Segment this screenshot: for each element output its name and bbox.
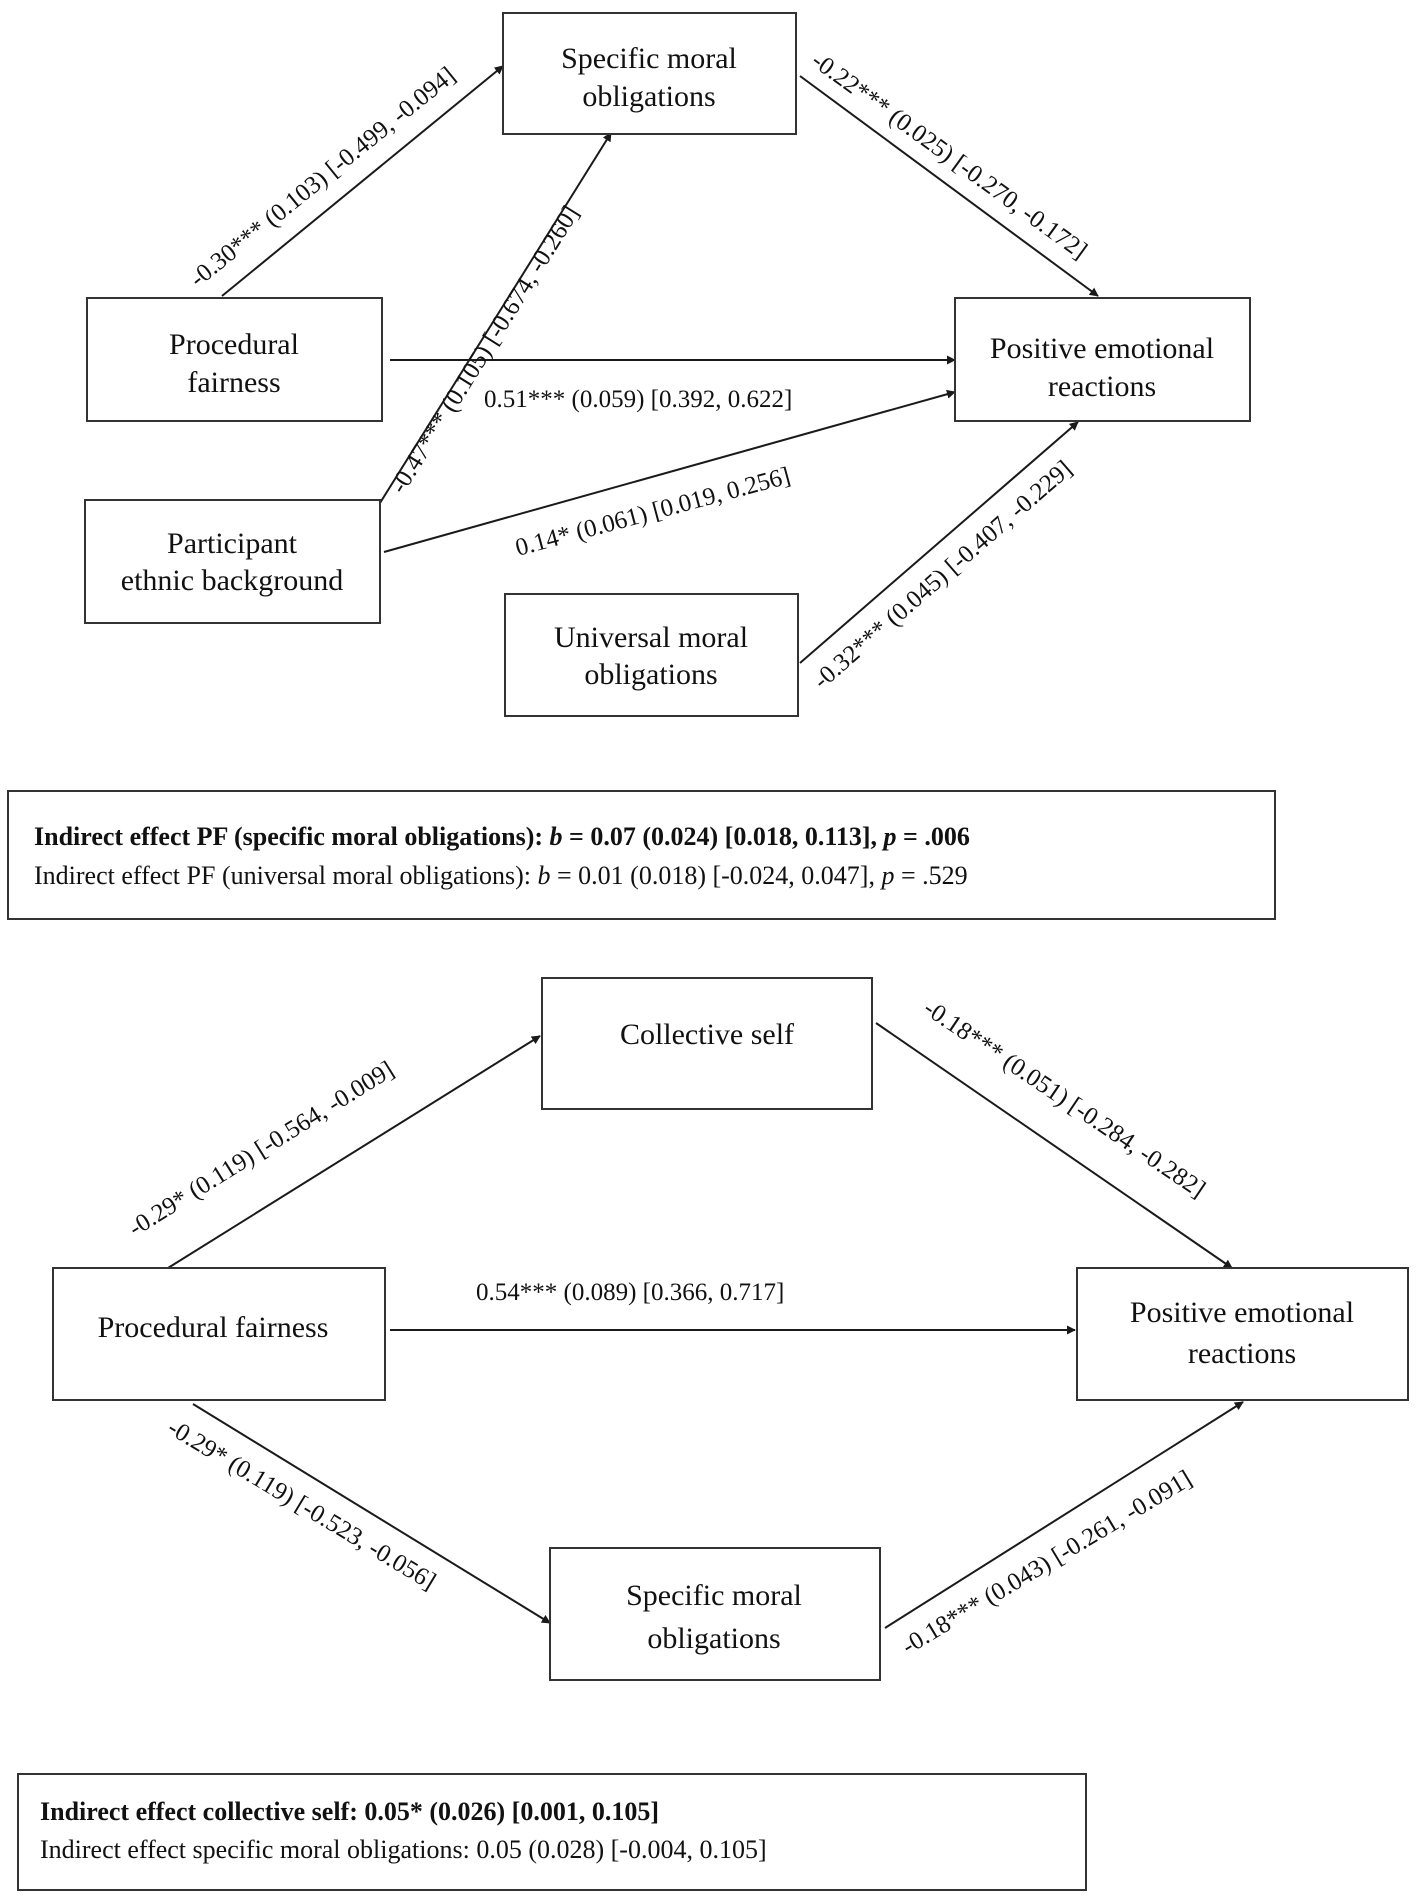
indirect-effects-box-2: Indirect effect collective self: 0.05* (… [17, 1773, 1087, 1891]
edge-label-smo-to-per: -0.18*** (0.043) [-0.261, -0.091] [897, 1465, 1197, 1660]
node-universal-moral-obligations: Universal moral obligations [504, 593, 799, 717]
indirect-effect-collective-self: Indirect effect collective self: 0.05* (… [40, 1797, 659, 1826]
indirect-effect-specific-moral: Indirect effect specific moral obligatio… [40, 1835, 767, 1864]
edge-cs-to-per [875, 1022, 1233, 1269]
node-label-line: reactions [1188, 1337, 1296, 1370]
node-procedural-fairness: Procedural fairness [86, 297, 383, 422]
edge-label-pf-to-smo: -0.29* (0.119) [-0.523, -0.056] [163, 1414, 440, 1595]
edge-label-pf-to-smo: -0.30*** (0.103) [-0.499, -0.094] [185, 62, 461, 293]
edge-label-pf-to-per: 0.54*** (0.089) [0.366, 0.717] [476, 1279, 784, 1306]
node-specific-moral-obligations: Specific moral obligations [549, 1547, 881, 1681]
node-label-line: obligations [582, 80, 715, 113]
node-label-line: Procedural fairness [98, 1311, 329, 1344]
node-label-line: obligations [647, 1622, 780, 1655]
node-label-line: reactions [1048, 370, 1156, 403]
node-positive-emotional-reactions: Positive emotional reactions [954, 297, 1251, 422]
indirect-effect-universal: Indirect effect PF (universal moral obli… [34, 861, 968, 890]
node-label-line: fairness [187, 366, 280, 399]
edge-label-umo-to-per: -0.32*** (0.045) [-0.407, -0.229] [808, 455, 1077, 694]
node-positive-emotional-reactions: Positive emotional reactions [1076, 1267, 1409, 1401]
indirect-effect-specific: Indirect effect PF (specific moral oblig… [34, 822, 970, 851]
node-label-line: ethnic background [121, 564, 343, 597]
node-collective-self: Collective self [541, 977, 873, 1110]
node-label-line: Specific moral [626, 1579, 802, 1612]
node-label-line: obligations [584, 658, 717, 691]
node-label-line: Procedural [169, 328, 299, 361]
edge-pf-to-cs [167, 1035, 541, 1269]
node-label-line: Specific moral [561, 42, 737, 75]
edge-umo-to-per [799, 421, 1079, 664]
edge-smo-to-per [884, 1401, 1244, 1629]
diagram-collective-self: -0.29* (0.119) [-0.564, -0.009] -0.18***… [17, 977, 1409, 1891]
node-label-line: Positive emotional [1130, 1296, 1354, 1329]
edge-peb-to-smo [379, 132, 612, 504]
edge-smo-to-per [799, 75, 1099, 297]
edge-label-cs-to-per: -0.18*** (0.051) [-0.284, -0.282] [919, 995, 1210, 1204]
edge-peb-to-per [383, 389, 956, 553]
edge-pf-to-smo [192, 1403, 551, 1624]
node-participant-ethnic-background: Participant ethnic background [84, 499, 381, 624]
edge-label-peb-to-smo: -0.47*** (0.105) [-0.674, -0.260] [385, 201, 585, 498]
edge-pf-to-smo [221, 65, 504, 297]
node-procedural-fairness: Procedural fairness [52, 1267, 386, 1401]
edge-label-smo-to-per: -0.22*** (0.025) [-0.270, -0.172] [806, 47, 1092, 265]
node-label-line: Universal moral [554, 621, 748, 654]
node-label-line: Participant [167, 527, 298, 560]
diagram-moral-obligations: -0.30*** (0.103) [-0.499, -0.094] -0.22*… [7, 12, 1276, 920]
edge-label-pf-to-per: 0.51*** (0.059) [0.392, 0.622] [484, 386, 792, 413]
node-specific-moral-obligations: Specific moral obligations [502, 12, 797, 135]
node-label-line: Collective self [620, 1018, 794, 1051]
node-label-line: Positive emotional [990, 332, 1214, 365]
indirect-effects-box-1: Indirect effect PF (specific moral oblig… [7, 790, 1276, 920]
